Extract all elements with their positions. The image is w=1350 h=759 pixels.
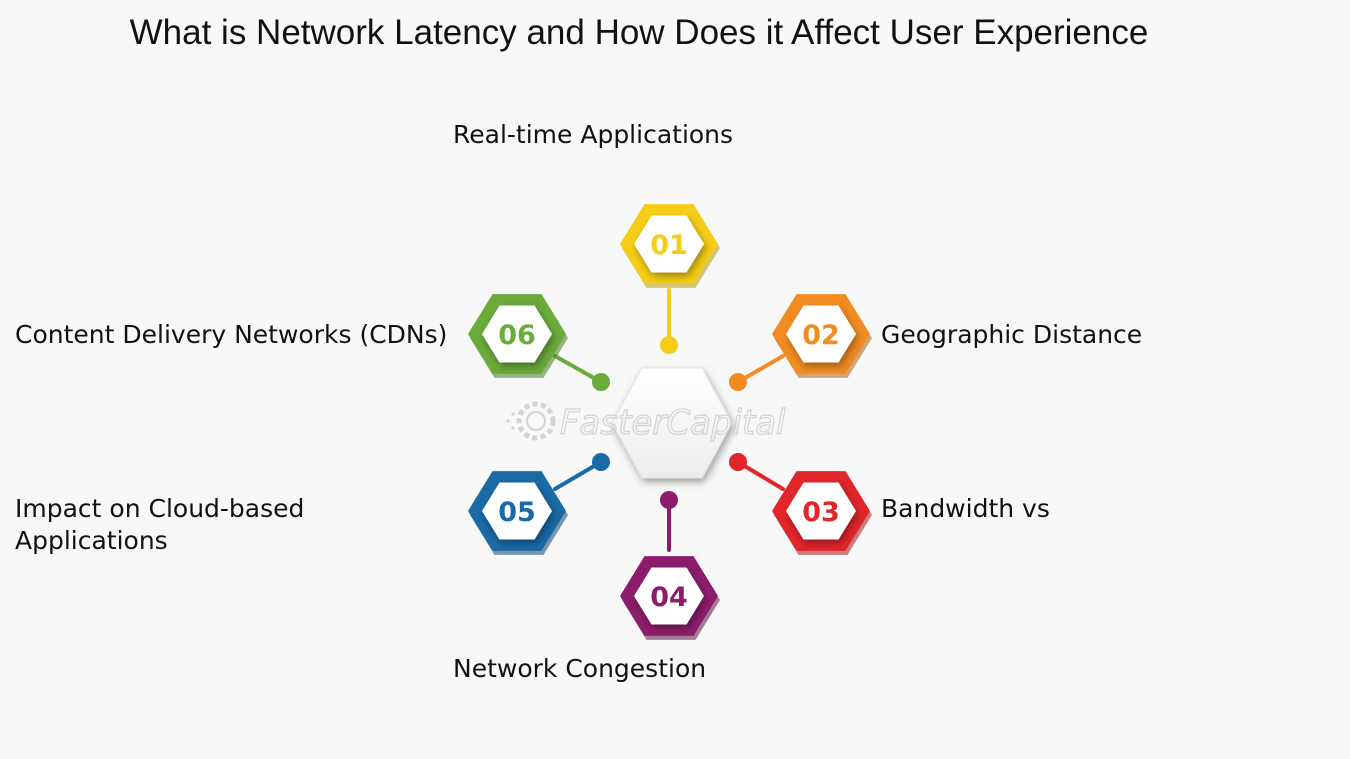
watermark-text: FasterCapital — [560, 403, 786, 443]
step-label: Real-time Applications — [453, 120, 733, 149]
hexagon-inner — [786, 305, 856, 363]
connector-dot — [660, 491, 678, 509]
step-01: 01 Real-time Applications — [453, 120, 733, 354]
hexagon-inner — [786, 482, 856, 540]
step-label: Bandwidth vs — [881, 494, 1050, 523]
step-label: Content Delivery Networks (CDNs) — [15, 320, 447, 349]
connector-dot — [592, 453, 610, 471]
step-label: Impact on Cloud-based — [15, 494, 304, 523]
step-number: 03 — [802, 497, 840, 528]
center-hexagon — [611, 367, 733, 479]
hexagon-inner — [634, 567, 704, 625]
gear-icon — [506, 401, 556, 441]
step-number: 05 — [498, 497, 536, 528]
step-number: 06 — [498, 320, 536, 351]
page-title: What is Network Latency and How Does it … — [130, 13, 1149, 52]
connector-dot — [660, 336, 678, 354]
step-03: 03 Bandwidth vs — [729, 453, 1050, 555]
hexagon-inner — [482, 305, 552, 363]
step-02: 02 Geographic Distance — [729, 294, 1142, 391]
step-06: 06 Content Delivery Networks (CDNs) — [15, 294, 610, 391]
step-label: Geographic Distance — [881, 320, 1142, 349]
step-number: 02 — [802, 320, 840, 351]
hexagon-inner — [482, 482, 552, 540]
connector-dot — [729, 373, 747, 391]
step-number: 01 — [650, 230, 688, 261]
connector-dot — [592, 373, 610, 391]
watermark-logo: FasterCapital — [506, 401, 787, 444]
step-number: 04 — [650, 582, 688, 613]
connector-dot — [729, 453, 747, 471]
hexagon-inner — [634, 215, 704, 273]
step-label: Applications — [15, 526, 168, 555]
step-label: Network Congestion — [453, 654, 706, 683]
